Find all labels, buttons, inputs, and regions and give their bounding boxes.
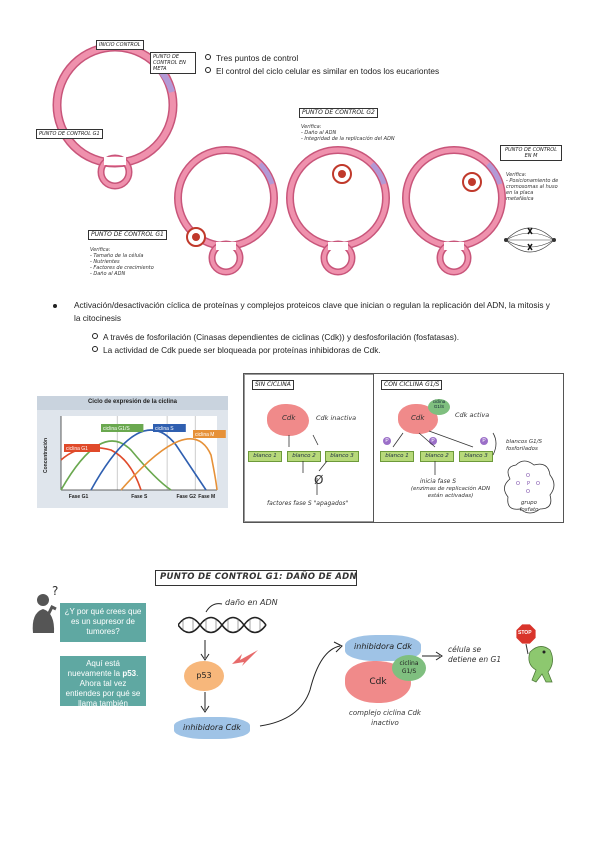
- panel-con-ciclina: [373, 373, 564, 523]
- phosphate-2: P: [429, 437, 437, 445]
- ciclina-blob-right: ciclina G1/S: [428, 399, 450, 415]
- grupo-fosfato: grupo fosfato: [519, 500, 539, 513]
- sub-bullets: A través de fosforilación (Cinasas depen…: [92, 331, 572, 357]
- blanco-left-2: blanco 2: [287, 451, 321, 462]
- phase-label-1: Fase S: [131, 494, 148, 500]
- y-axis-label: Concentración: [43, 438, 49, 473]
- blanco-right-1: blanco 1: [380, 451, 414, 462]
- factores-apagados: factores fase S "apagados": [267, 500, 349, 507]
- sub-bullet-1: A través de fosforilación (Cinasas depen…: [92, 331, 572, 344]
- curve-g1s: [60, 440, 172, 491]
- bottom-title: PUNTO DE CONTROL G1: DAÑO DE ADN: [160, 572, 357, 582]
- svg-text:O: O: [516, 481, 520, 487]
- phase-label-2: Fase G2: [176, 494, 196, 500]
- checkpoint-m-title: PUNTO DE CONTROL EN M: [500, 145, 562, 161]
- blancos-fosforilados: blancos G1/S fosforilados: [506, 439, 542, 452]
- inicia-fase-s: inicia fase S: [420, 478, 457, 485]
- top-bullet-list: Tres puntos de control El control del ci…: [205, 52, 439, 78]
- legend-label-0: ciclina G1: [66, 446, 88, 452]
- panel-right-header: CON CICLINA G1/S: [381, 380, 443, 390]
- spindle-icon: [504, 227, 556, 253]
- blanco-right-2: blanco 2: [420, 451, 454, 462]
- ciclina-complex-blob: ciclina G1/S: [392, 655, 426, 681]
- cdk-right-label: Cdk: [411, 414, 425, 422]
- sub-bullet-2: La actividad de Cdk puede ser bloqueada …: [92, 344, 572, 357]
- checkpoint-g2-title: PUNTO DE CONTROL G2: [299, 108, 378, 118]
- phosphate-1: P: [383, 437, 391, 445]
- stop-dinosaur-icon: [515, 623, 553, 683]
- blanco-right-3: blanco 3: [459, 451, 493, 462]
- answer-box: Aquí está nuevamente la p53. Ahora tal v…: [60, 656, 146, 718]
- highlight-arrow-icon: [232, 650, 258, 666]
- cdk-blob-left: [267, 404, 309, 436]
- checkpoint-g1-notes: Verifica: - Tamaño de la célula - Nutrie…: [90, 247, 154, 277]
- dano-adn: daño en ADN: [225, 598, 278, 607]
- legend-label-1: ciclina G1/S: [103, 426, 130, 432]
- cell-cycle-g1: [174, 146, 278, 276]
- curve-m: [120, 438, 218, 491]
- curve-s: [90, 429, 207, 491]
- checkpoint-g2-notes: Verifica: - Daño al ADN - Integridad de …: [301, 124, 395, 142]
- svg-text:O: O: [526, 489, 530, 495]
- stop-text: STOP: [518, 630, 532, 636]
- main-bullet: Activación/desactivación cíclica de prot…: [53, 299, 556, 325]
- cell-cycle-m: [402, 146, 506, 276]
- cdk-left-label: Cdk: [282, 414, 296, 422]
- empty-set: Ø: [314, 473, 324, 487]
- top-bullet-1: Tres puntos de control: [205, 52, 439, 65]
- top-bullet-2: El control del ciclo celular es similar …: [205, 65, 439, 78]
- celula-detiene: célula se detiene en G1: [448, 645, 502, 664]
- svg-text:O: O: [536, 481, 540, 487]
- bottom-title-box: [155, 570, 357, 586]
- legend-box-1: [101, 424, 144, 432]
- legend-label-3: ciclina M: [195, 432, 214, 438]
- phosphate-3: P: [480, 437, 488, 445]
- legend-box-0: [64, 444, 100, 452]
- panel-left-header: SIN CICLINA: [252, 380, 294, 390]
- panel-arrows: [288, 430, 497, 495]
- metafase-label: PUNTO DE CONTROL EN META: [150, 52, 196, 74]
- chart-title-bar: [37, 396, 228, 410]
- svg-text:P: P: [527, 481, 530, 487]
- legend-label-2: ciclina S: [155, 426, 174, 432]
- checkpoint-m-notes: Verifica: - Posicionamiento de cromosoma…: [506, 172, 559, 202]
- legend-box-2: [153, 424, 186, 432]
- legend-box-3: [193, 430, 226, 438]
- checkpoint-left-label: PUNTO DE CONTROL G1: [36, 129, 103, 139]
- p53-blob: p53: [184, 661, 224, 691]
- cdk-inactiva: Cdk inactiva: [316, 414, 357, 422]
- bottom-arrows: [200, 603, 443, 727]
- svg-text:O: O: [526, 473, 530, 479]
- panel-sin-ciclina: [243, 373, 375, 523]
- blanco-left-1: blanco 1: [248, 451, 282, 462]
- chart-plot: ciclina G1 ciclina G1/S ciclina S ciclina M…: [43, 416, 226, 500]
- dna-helix-icon: [178, 616, 267, 634]
- phase-label-0: Fase G1: [69, 494, 89, 500]
- inhibidora-blob: inhibidora Cdk: [174, 717, 250, 739]
- cyclin-chart: Ciclo de expresión de la ciclina ciclina…: [37, 396, 228, 508]
- enzimas-activadas: (enzimas de replicación ADN están activa…: [410, 486, 491, 499]
- blanco-left-3: blanco 3: [325, 451, 359, 462]
- question-box: ¿Y por qué crees que es un supresor de t…: [60, 603, 146, 642]
- cdk-activa: Cdk activa: [455, 411, 490, 419]
- complejo-inactivo: complejo ciclina Cdk inactivo: [349, 709, 421, 727]
- svg-text:?: ?: [52, 585, 58, 598]
- chart-title: Ciclo de expresión de la ciclina: [87, 399, 178, 405]
- cell-cycle-g2: [286, 146, 390, 276]
- phase-label-3: Fase M: [198, 494, 215, 500]
- start-label: INICIO CONTROL: [96, 40, 144, 50]
- checkpoint-g1-title: PUNTO DE CONTROL G1: [88, 230, 167, 240]
- thinking-person-icon: ?: [32, 585, 58, 633]
